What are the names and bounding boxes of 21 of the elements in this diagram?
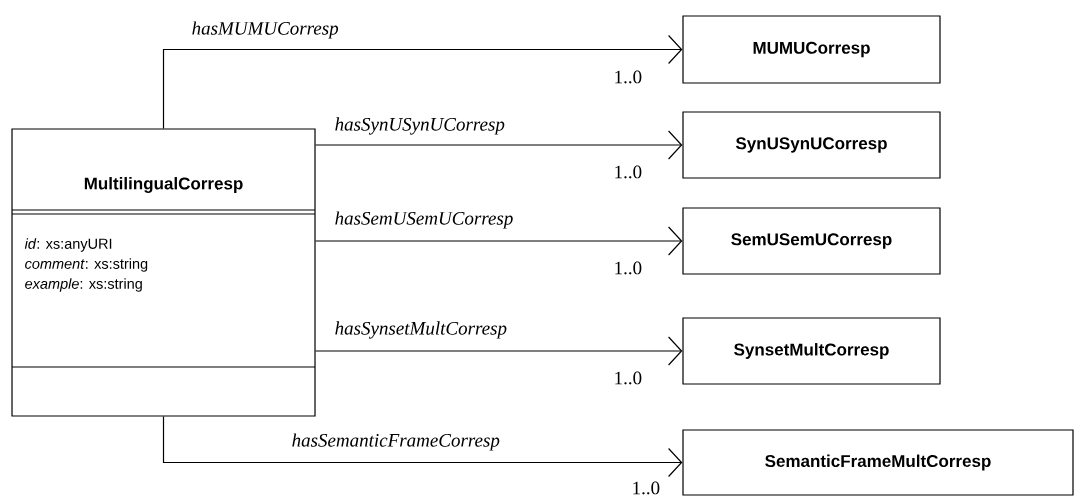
multiplicity-label: 1..0 <box>615 70 642 84</box>
class-box: SemUSemUCorresp <box>682 207 941 275</box>
association-arrow <box>315 130 683 160</box>
multiplicity-label: 1..0 <box>615 261 642 275</box>
role-label: hasMUMUCorresp <box>190 20 340 40</box>
role-label: hasSynUSynUCorresp <box>333 116 506 136</box>
class-box: SynUSynUCorresp <box>682 111 941 179</box>
multiplicity-label: 1..0 <box>615 165 642 179</box>
class-box: MultilingualCorresp id: xs:anyURI comment: xs:string example: xs:string <box>11 128 316 417</box>
multiplicity-label: 1..0 <box>615 371 642 385</box>
association-arrow <box>162 416 683 478</box>
multiplicity-label: 1..0 <box>633 481 660 495</box>
association-arrow <box>315 336 683 366</box>
role-label: hasSemanticFrameCorresp <box>290 432 501 452</box>
role-label: hasSemUSemUCorresp <box>333 210 515 230</box>
class-box: SynsetMultCorresp <box>682 317 941 385</box>
association-arrow <box>315 226 683 256</box>
class-box: MUMUCorresp <box>682 15 941 84</box>
class-box: SemanticFrameMultCorresp <box>682 429 1074 496</box>
role-label: hasSynsetMultCorresp <box>333 320 508 340</box>
association-arrow <box>162 34 683 129</box>
